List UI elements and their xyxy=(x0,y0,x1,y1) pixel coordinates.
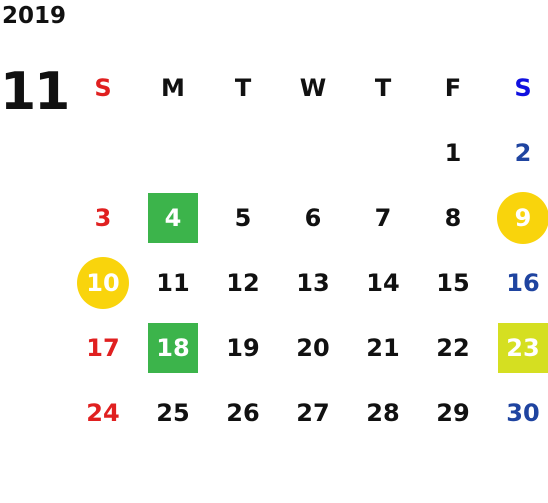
weekday-label: S xyxy=(94,73,112,102)
day-number: 12 xyxy=(226,268,260,297)
day-number: 26 xyxy=(226,398,260,427)
day-cell[interactable]: 9 xyxy=(488,185,548,250)
day-number: 21 xyxy=(366,333,400,362)
calendar-month: 11 xyxy=(0,62,70,122)
day-number: 3 xyxy=(94,203,112,232)
weekday-label: T xyxy=(374,73,392,102)
weekday-header: F xyxy=(418,55,488,120)
calendar-year: 2019 xyxy=(2,3,67,29)
highlight-square xyxy=(148,322,198,373)
day-cell[interactable]: 29 xyxy=(418,380,488,445)
day-number: 19 xyxy=(226,333,260,362)
day-cell[interactable]: 22 xyxy=(418,315,488,380)
day-cell[interactable]: 17 xyxy=(68,315,138,380)
day-number: 11 xyxy=(156,268,190,297)
day-cell[interactable]: 25 xyxy=(138,380,208,445)
day-cell[interactable]: 6 xyxy=(278,185,348,250)
day-number: 9 xyxy=(514,203,532,232)
weekday-header: W xyxy=(278,55,348,120)
day-cell[interactable]: 12 xyxy=(208,250,278,315)
weekday-label: F xyxy=(444,73,462,102)
weekday-header: T xyxy=(208,55,278,120)
day-cell[interactable]: 18 xyxy=(138,315,208,380)
day-number: 8 xyxy=(444,203,462,232)
day-number: 4 xyxy=(164,203,182,232)
day-cell[interactable]: 19 xyxy=(208,315,278,380)
day-cell[interactable]: 14 xyxy=(348,250,418,315)
day-number: 20 xyxy=(296,333,330,362)
day-number: 1 xyxy=(444,138,462,167)
day-cell[interactable]: 2 xyxy=(488,120,548,185)
day-number: 25 xyxy=(156,398,190,427)
day-cell[interactable]: 1 xyxy=(418,120,488,185)
day-cell[interactable]: 23 xyxy=(488,315,548,380)
day-number: 16 xyxy=(506,268,540,297)
day-cell[interactable]: 4 xyxy=(138,185,208,250)
day-number: 23 xyxy=(506,333,540,362)
day-number: 13 xyxy=(296,268,330,297)
day-number: 30 xyxy=(506,398,540,427)
day-number: 14 xyxy=(366,268,400,297)
day-cell[interactable]: 8 xyxy=(418,185,488,250)
day-cell[interactable]: 5 xyxy=(208,185,278,250)
weekday-header: T xyxy=(348,55,418,120)
day-number: 22 xyxy=(436,333,470,362)
weekday-header: S xyxy=(488,55,548,120)
weekday-header: M xyxy=(138,55,208,120)
day-cell[interactable]: 27 xyxy=(278,380,348,445)
day-cell[interactable]: 28 xyxy=(348,380,418,445)
highlight-circle xyxy=(497,191,548,244)
day-cell[interactable]: 3 xyxy=(68,185,138,250)
day-number: 6 xyxy=(304,203,322,232)
highlight-square xyxy=(498,322,548,373)
day-cell[interactable]: 13 xyxy=(278,250,348,315)
day-number: 24 xyxy=(86,398,120,427)
day-number: 7 xyxy=(374,203,392,232)
day-number: 5 xyxy=(234,203,252,232)
day-number: 2 xyxy=(514,138,532,167)
highlight-square xyxy=(148,192,198,243)
weekday-label: M xyxy=(161,73,185,102)
day-cell[interactable]: 24 xyxy=(68,380,138,445)
day-number: 15 xyxy=(436,268,470,297)
day-cell[interactable]: 11 xyxy=(138,250,208,315)
day-number: 29 xyxy=(436,398,470,427)
day-number: 17 xyxy=(86,333,120,362)
day-cell[interactable]: 10 xyxy=(68,250,138,315)
day-number: 10 xyxy=(86,268,120,297)
day-cell[interactable]: 16 xyxy=(488,250,548,315)
day-number: 27 xyxy=(296,398,330,427)
day-cell[interactable]: 7 xyxy=(348,185,418,250)
day-number: 28 xyxy=(366,398,400,427)
weekday-header: S xyxy=(68,55,138,120)
highlight-circle xyxy=(77,256,129,309)
day-cell[interactable]: 20 xyxy=(278,315,348,380)
day-cell[interactable]: 30 xyxy=(488,380,548,445)
day-cell[interactable]: 21 xyxy=(348,315,418,380)
day-number: 18 xyxy=(156,333,190,362)
day-cell[interactable]: 15 xyxy=(418,250,488,315)
weekday-label: S xyxy=(514,73,532,102)
weekday-label: T xyxy=(234,73,252,102)
weekday-label: W xyxy=(299,73,327,102)
day-cell[interactable]: 26 xyxy=(208,380,278,445)
